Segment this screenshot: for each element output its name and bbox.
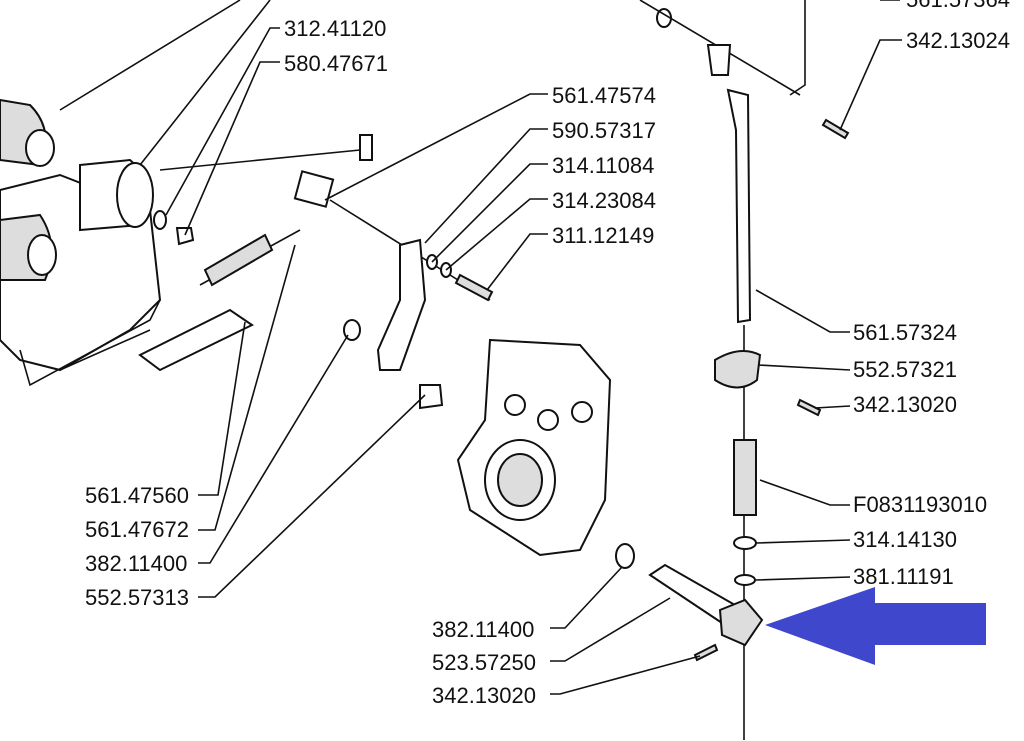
part-label: 382.11400 bbox=[432, 617, 534, 642]
part-label: 561.47574 bbox=[552, 83, 656, 108]
part-label: 561.57364 bbox=[906, 0, 1010, 12]
part-label: 552.57313 bbox=[85, 585, 189, 610]
part-label: 580.47671 bbox=[284, 51, 388, 76]
part-label: 523.57250 bbox=[432, 650, 536, 675]
left-frame-assembly bbox=[0, 98, 254, 387]
part-label: 382.11400 bbox=[85, 551, 187, 576]
part-label: 552.57321 bbox=[853, 357, 957, 382]
part-label: 314.11084 bbox=[552, 153, 654, 178]
part-label: 342.13020 bbox=[432, 683, 536, 708]
right-shaft-assembly bbox=[615, 0, 850, 740]
part-labels: 561.57364 312.41120 580.47671 561.47574 … bbox=[85, 0, 1010, 708]
part-label: 561.47560 bbox=[85, 483, 189, 508]
part-label: 314.14130 bbox=[853, 527, 957, 552]
part-label: F0831193010 bbox=[853, 492, 987, 517]
part-label: 561.57324 bbox=[853, 320, 957, 345]
spring-rod bbox=[153, 210, 301, 287]
housing bbox=[456, 338, 612, 557]
part-label: 342.13020 bbox=[853, 392, 957, 417]
arrow-left-icon bbox=[765, 587, 986, 665]
part-label: 311.12149 bbox=[552, 223, 654, 248]
part-label: 590.57317 bbox=[552, 118, 656, 143]
part-label: 342.13024 bbox=[906, 28, 1010, 53]
leader-lines bbox=[59, 0, 902, 695]
linkage bbox=[159, 134, 494, 410]
part-label: 381.11191 bbox=[853, 564, 954, 589]
part-label: 314.23084 bbox=[552, 188, 656, 213]
part-label: 561.47672 bbox=[85, 517, 189, 542]
part-label: 312.41120 bbox=[284, 16, 386, 41]
